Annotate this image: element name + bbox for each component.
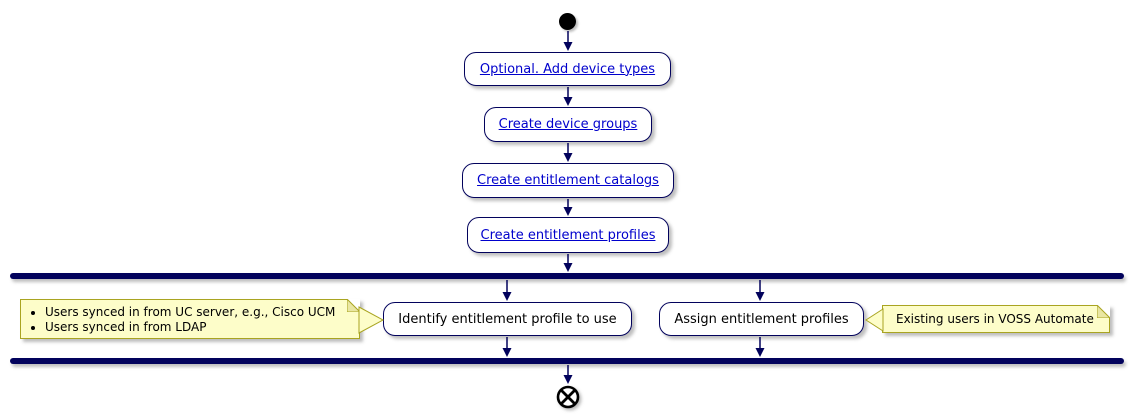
activity-assign-entitlement-profiles: Assign entitlement profiles: [659, 302, 864, 336]
join-bar: [10, 358, 1124, 364]
note-pointer-left: [358, 306, 385, 334]
note-fold-icon: [1097, 305, 1110, 318]
activity-create-entitlement-profiles: Create entitlement profiles: [467, 217, 669, 253]
create-entitlement-catalogs-link[interactable]: Create entitlement catalogs: [477, 173, 659, 188]
note-pointer-right: [865, 308, 884, 332]
note-existing-users: Existing users in VOSS Automate: [882, 305, 1110, 333]
note-fold-icon: [347, 299, 360, 312]
note-users-synced-list: Users synced in from UC server, e.g., Ci…: [21, 300, 359, 339]
flow-arrow: [502, 337, 512, 357]
end-node: [556, 385, 580, 409]
assign-entitlement-profiles-label: Assign entitlement profiles: [674, 311, 849, 327]
flow-arrow: [755, 337, 765, 357]
start-node: [559, 13, 576, 30]
activity-create-device-groups: Create device groups: [484, 107, 652, 142]
flow-arrow: [502, 280, 512, 301]
note-item: Users synced in from UC server, e.g., Ci…: [45, 305, 351, 320]
flow-arrow: [563, 199, 573, 216]
note-item: Users synced in from LDAP: [45, 320, 351, 335]
note-users-synced: Users synced in from UC server, e.g., Ci…: [20, 299, 360, 339]
identify-entitlement-profile-label: Identify entitlement profile to use: [398, 311, 617, 327]
note-existing-users-text: Existing users in VOSS Automate: [896, 312, 1094, 326]
optional-add-device-types-link[interactable]: Optional. Add device types: [479, 61, 656, 77]
activity-optional-add-device-types: Optional. Add device types: [464, 52, 671, 86]
flow-arrow: [563, 254, 573, 272]
flow-arrow: [755, 280, 765, 301]
flow-arrow: [563, 31, 573, 51]
create-device-groups-link[interactable]: Create device groups: [498, 117, 638, 132]
fork-bar: [10, 273, 1124, 279]
activity-identify-entitlement-profile: Identify entitlement profile to use: [383, 302, 632, 336]
flow-arrow: [563, 143, 573, 162]
flow-arrow: [563, 365, 573, 384]
create-entitlement-profiles-link[interactable]: Create entitlement profiles: [480, 227, 656, 243]
activity-create-entitlement-catalogs: Create entitlement catalogs: [462, 163, 674, 198]
flow-arrow: [563, 87, 573, 106]
